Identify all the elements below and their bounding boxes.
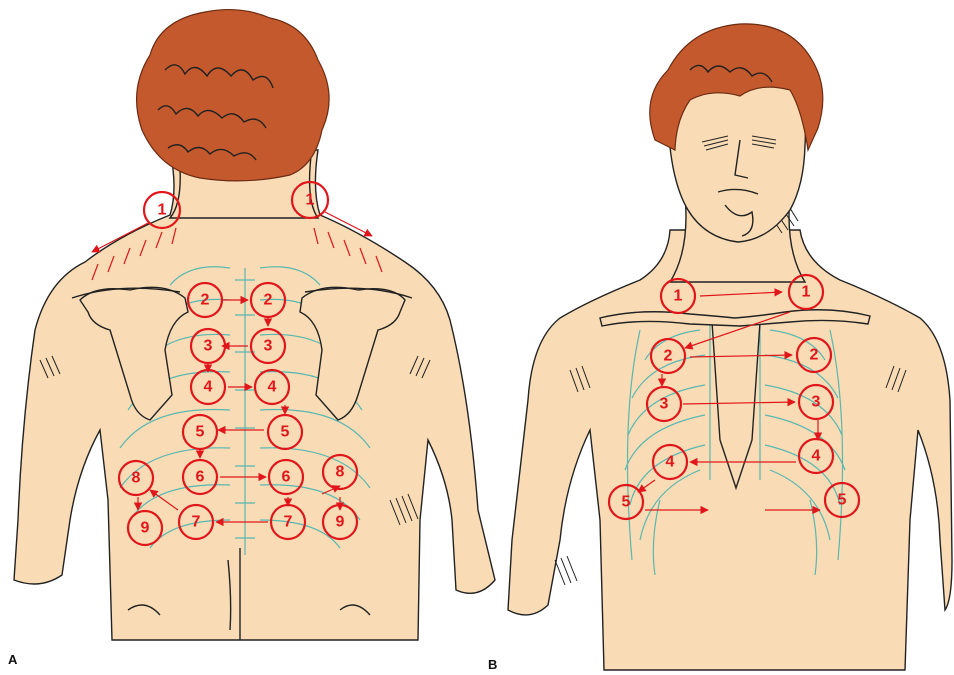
svg-text:5: 5 <box>281 424 290 441</box>
svg-text:1: 1 <box>674 288 683 305</box>
back-torso <box>14 150 495 640</box>
svg-text:6: 6 <box>282 469 291 486</box>
svg-text:8: 8 <box>132 470 141 487</box>
svg-text:4: 4 <box>812 448 821 465</box>
panel-label-b: B <box>488 657 497 672</box>
svg-text:5: 5 <box>622 494 631 511</box>
svg-text:1: 1 <box>158 202 167 219</box>
svg-text:4: 4 <box>666 454 675 471</box>
svg-text:7: 7 <box>192 514 201 531</box>
svg-text:8: 8 <box>336 464 345 481</box>
svg-text:6: 6 <box>196 469 205 486</box>
svg-text:3: 3 <box>812 394 821 411</box>
panel-b-anterior-view: 1 1 2 2 3 3 4 4 5 5 <box>508 24 952 670</box>
svg-text:7: 7 <box>284 514 293 531</box>
svg-text:9: 9 <box>336 514 345 531</box>
svg-text:1: 1 <box>306 192 315 209</box>
svg-text:3: 3 <box>264 338 273 355</box>
panel-a-posterior-view: 1 1 2 2 3 3 4 4 5 5 6 6 7 7 8 8 9 9 <box>14 10 495 640</box>
svg-text:3: 3 <box>660 396 669 413</box>
panel-label-a: A <box>8 652 17 667</box>
svg-text:2: 2 <box>664 348 673 365</box>
svg-text:9: 9 <box>141 520 150 537</box>
svg-text:4: 4 <box>204 379 213 396</box>
svg-text:2: 2 <box>810 347 819 364</box>
svg-text:5: 5 <box>196 424 205 441</box>
svg-text:1: 1 <box>802 284 811 301</box>
svg-text:3: 3 <box>204 338 213 355</box>
svg-text:2: 2 <box>264 292 273 309</box>
svg-text:4: 4 <box>268 379 277 396</box>
svg-text:5: 5 <box>838 492 847 509</box>
left-lower-shading <box>555 556 577 585</box>
svg-text:2: 2 <box>201 292 210 309</box>
